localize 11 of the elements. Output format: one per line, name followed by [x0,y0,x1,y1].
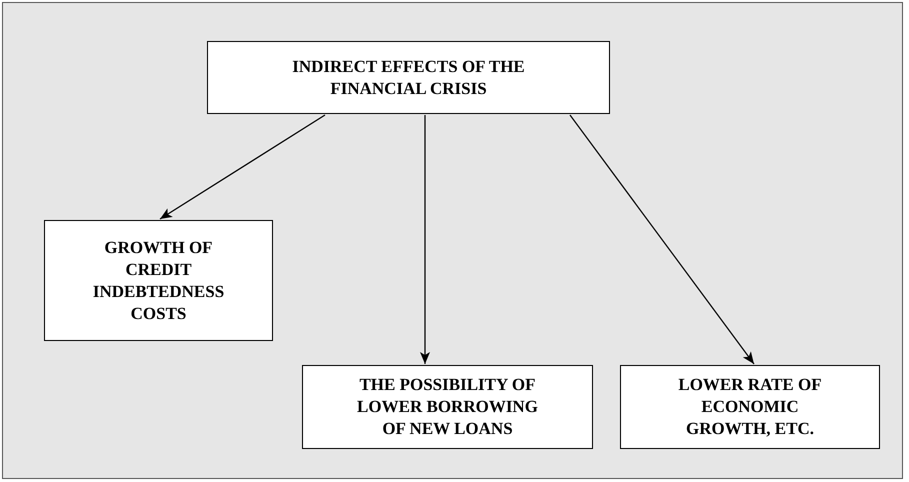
box-label: LOWER RATE OF ECONOMIC GROWTH, ETC. [677,374,823,440]
box-label: INDIRECT EFFECTS OF THE FINANCIAL CRISIS [291,56,526,100]
box-label: THE POSSIBILITY OF LOWER BORROWING OF NEW LOANS [356,374,539,440]
process-box [302,365,593,449]
process-box [207,41,610,114]
arrow [420,115,430,364]
arrow [160,114,326,220]
arrow [570,114,754,364]
process-box [620,365,880,449]
box-label: GROWTH OF CREDIT INDEBTEDNESS COSTS [92,236,226,324]
process-box [44,220,273,341]
